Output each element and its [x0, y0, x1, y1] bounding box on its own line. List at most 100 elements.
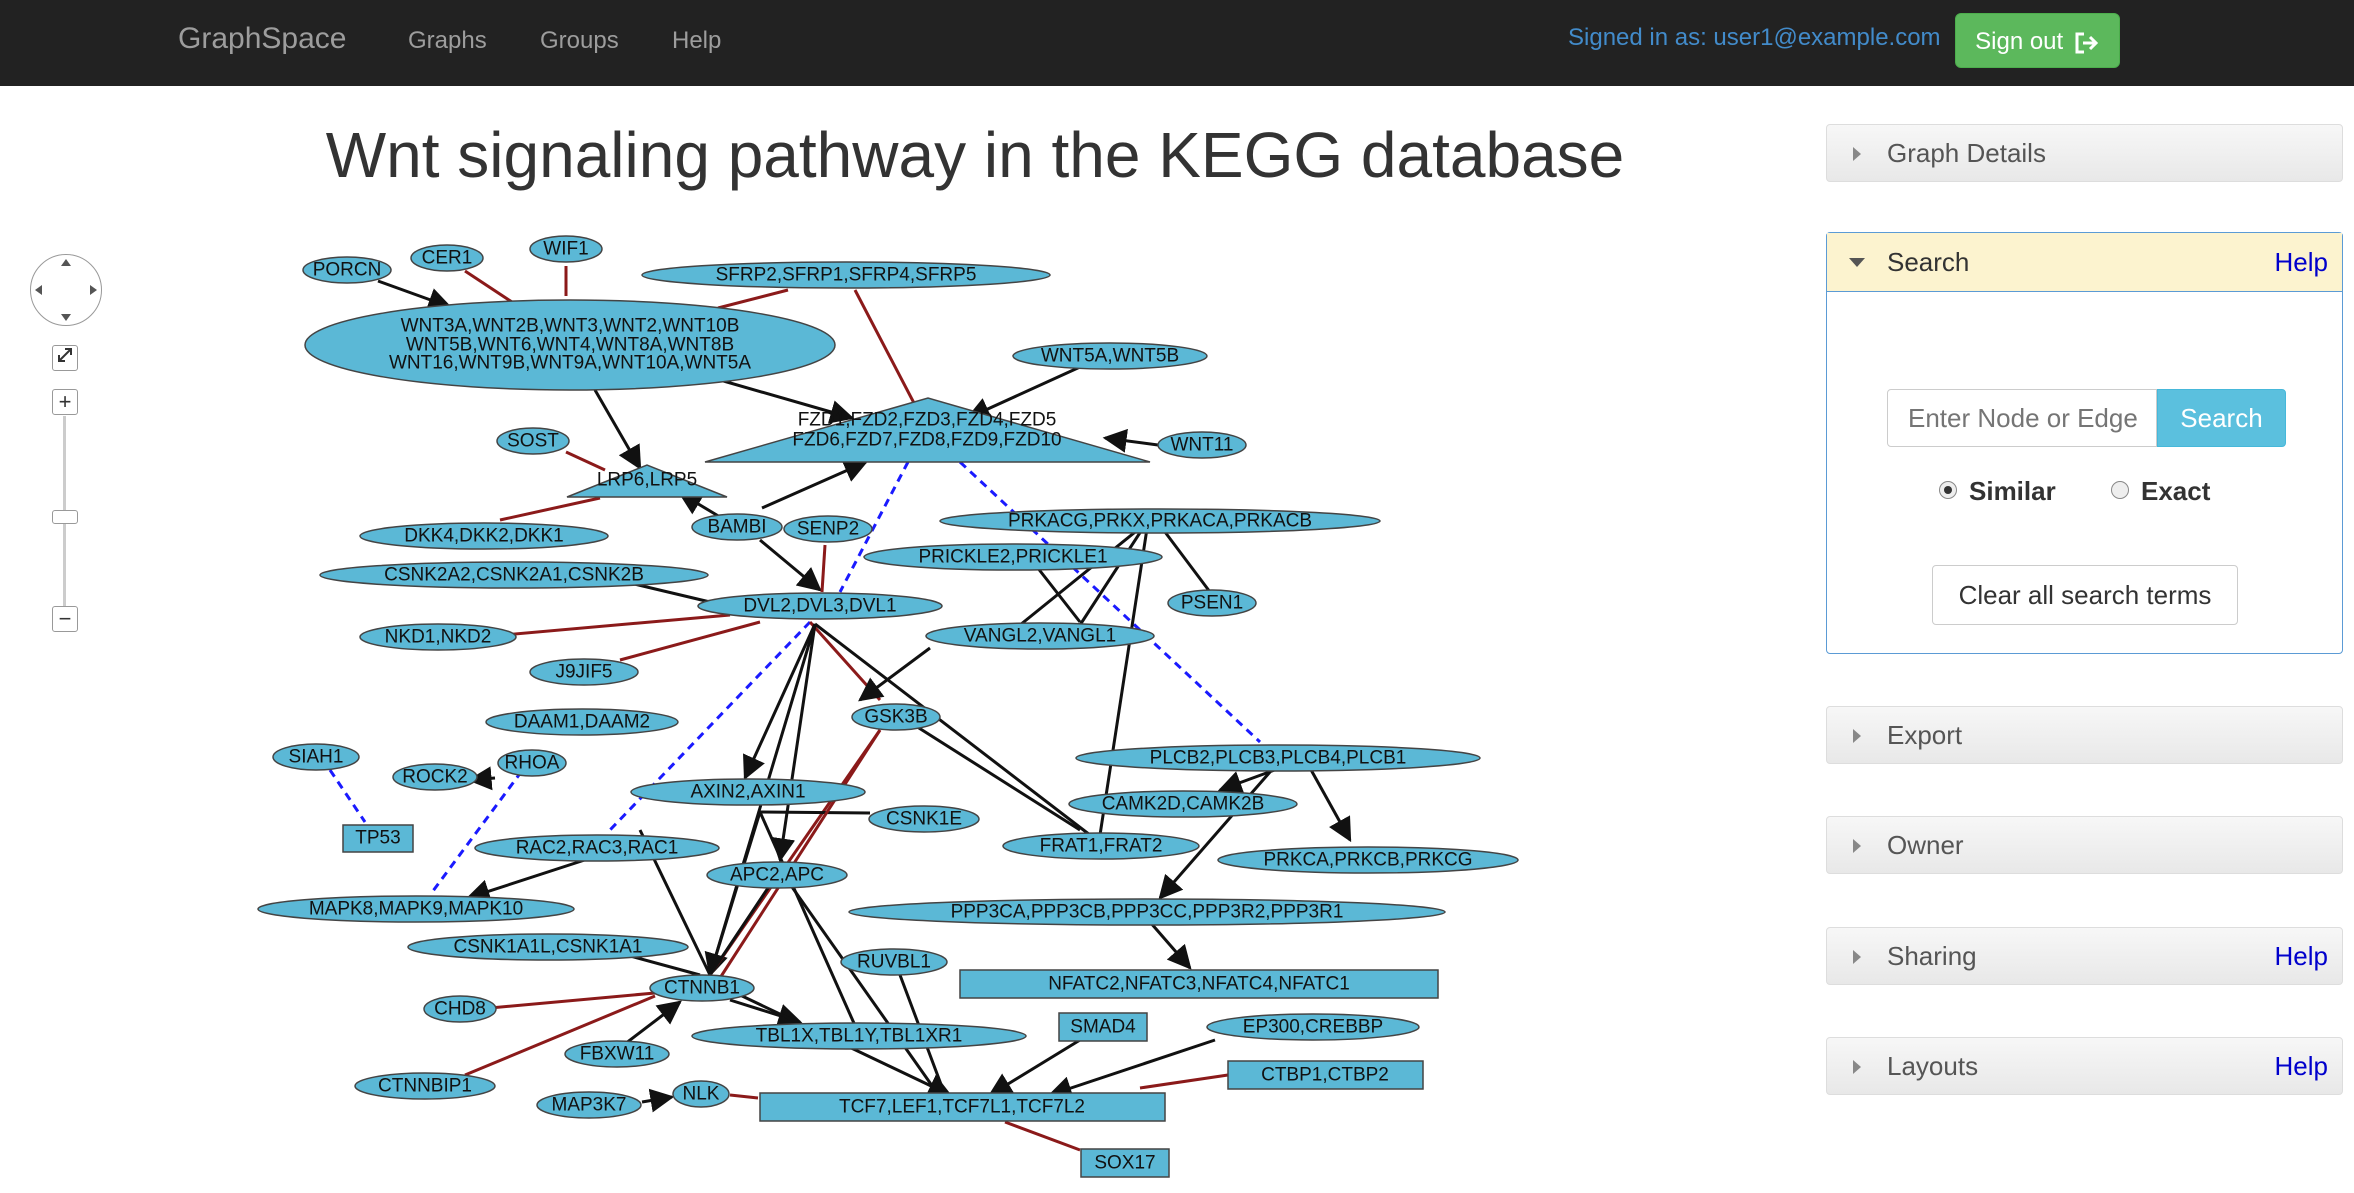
- graph-node[interactable]: PRKACG,PRKX,PRKACA,PRKACB: [939, 508, 1381, 534]
- svg-text:FBXW11: FBXW11: [580, 1044, 655, 1065]
- graph-node[interactable]: SENP2: [783, 515, 873, 543]
- brand-link[interactable]: GraphSpace: [178, 22, 347, 55]
- graph-node[interactable]: NKD1,NKD2: [359, 623, 517, 651]
- svg-text:J9JIF5: J9JIF5: [555, 662, 612, 683]
- graph-node[interactable]: WNT5A,WNT5B: [1012, 342, 1208, 370]
- graph-node[interactable]: BAMBI: [691, 513, 783, 541]
- caret-right-icon: [1853, 729, 1861, 743]
- panel-graph-details[interactable]: Graph Details: [1826, 124, 2343, 182]
- graph-node[interactable]: RUVBL1: [840, 948, 948, 976]
- graph-node[interactable]: CSNK1E: [868, 805, 980, 833]
- graph-node[interactable]: J9JIF5: [529, 658, 639, 686]
- graph-node[interactable]: FBXW11: [564, 1040, 670, 1068]
- graph-node[interactable]: EP300,CREBBP: [1206, 1013, 1420, 1041]
- search-input[interactable]: [1887, 389, 2157, 447]
- nav-groups[interactable]: Groups: [540, 27, 619, 54]
- pan-control[interactable]: [30, 254, 102, 326]
- panel-title: Export: [1887, 720, 1963, 750]
- exact-radio[interactable]: Exact: [2111, 476, 2210, 507]
- graph-node[interactable]: WNT3A,WNT2B,WNT3,WNT2,WNT10B WNT5B,WNT6,…: [304, 299, 836, 391]
- svg-text:WNT5A,WNT5B: WNT5A,WNT5B: [1041, 346, 1179, 367]
- graph-node[interactable]: GSK3B: [851, 703, 941, 731]
- graph-node[interactable]: WIF1: [529, 235, 603, 263]
- sign-out-button[interactable]: Sign out: [1955, 13, 2120, 68]
- graph-node[interactable]: CTBP1,CTBP2: [1227, 1060, 1424, 1090]
- svg-text:MAPK8,MAPK9,MAPK10: MAPK8,MAPK9,MAPK10: [309, 899, 523, 920]
- similar-radio[interactable]: Similar: [1939, 476, 2056, 507]
- graph-node[interactable]: TBL1X,TBL1Y,TBL1XR1: [691, 1022, 1027, 1050]
- graph-node[interactable]: PLCB2,PLCB3,PLCB4,PLCB1: [1075, 744, 1481, 772]
- graph-node[interactable]: NFATC2,NFATC3,NFATC4,NFATC1: [959, 969, 1439, 999]
- graph-node[interactable]: FZD1,FZD2,FZD3,FZD4,FZD5 FZD6,FZD7,FZD8,…: [704, 397, 1151, 463]
- graph-node[interactable]: SIAH1: [272, 743, 360, 771]
- expand-icon: [58, 348, 72, 362]
- search-help-link[interactable]: Help: [2274, 247, 2328, 277]
- graph-node[interactable]: CTNNB1: [649, 974, 755, 1002]
- graph-node[interactable]: CHD8: [423, 995, 497, 1023]
- graph-node[interactable]: VANGL2,VANGL1: [925, 622, 1155, 650]
- zoom-in-button[interactable]: +: [52, 389, 78, 415]
- graph-node[interactable]: RAC2,RAC3,RAC1: [474, 834, 720, 862]
- graph-node[interactable]: CAMK2D,CAMK2B: [1068, 790, 1298, 818]
- panel-owner[interactable]: Owner: [1826, 816, 2343, 874]
- zoom-slider-handle[interactable]: [52, 510, 78, 524]
- graph-node[interactable]: AXIN2,AXIN1: [630, 778, 866, 806]
- panel-sharing[interactable]: Sharing Help: [1826, 927, 2343, 985]
- fit-graph-button[interactable]: [52, 345, 78, 371]
- graph-node[interactable]: CSNK2A2,CSNK2A1,CSNK2B: [319, 561, 709, 589]
- search-button[interactable]: Search: [2157, 389, 2286, 447]
- nav-graphs[interactable]: Graphs: [408, 27, 487, 54]
- navbar: GraphSpace Graphs Groups Help Signed in …: [0, 0, 2354, 86]
- graph-node[interactable]: SOST: [496, 427, 570, 455]
- graph-node[interactable]: DKK4,DKK2,DKK1: [359, 522, 609, 550]
- graph-node[interactable]: CSNK1A1L,CSNK1A1: [407, 933, 689, 961]
- layouts-help-link[interactable]: Help: [2274, 1051, 2328, 1081]
- signed-in-user[interactable]: Signed in as: user1@example.com: [1568, 24, 1941, 51]
- graph-node[interactable]: PPP3CA,PPP3CB,PPP3CC,PPP3R2,PPP3R1: [848, 898, 1446, 926]
- graph-edges: [328, 266, 1352, 1152]
- graph-node[interactable]: CER1: [410, 244, 484, 272]
- svg-text:FRAT1,FRAT2: FRAT1,FRAT2: [1040, 836, 1163, 857]
- graph-node[interactable]: PRICKLE2,PRICKLE1: [863, 543, 1163, 571]
- graph-canvas[interactable]: PORCN CER1 WIF1 SFRP2,SFRP1,SFRP4,SFRP5 …: [250, 230, 1530, 1190]
- graph-node[interactable]: RHOA: [497, 749, 567, 777]
- graph-node[interactable]: DVL2,DVL3,DVL1: [697, 592, 943, 620]
- panel-title: Sharing: [1887, 941, 1977, 971]
- graph-node[interactable]: APC2,APC: [706, 861, 848, 889]
- svg-text:BAMBI: BAMBI: [707, 517, 766, 538]
- svg-text:CTNNB1: CTNNB1: [664, 978, 740, 999]
- graph-node[interactable]: WNT11: [1157, 431, 1247, 459]
- panel-title: Search: [1887, 247, 1970, 277]
- svg-text:NFATC2,NFATC3,NFATC4,NFATC1: NFATC2,NFATC3,NFATC4,NFATC1: [1048, 974, 1350, 995]
- graph-node[interactable]: TP53: [342, 824, 414, 853]
- clear-search-button[interactable]: Clear all search terms: [1932, 565, 2238, 625]
- graph-node[interactable]: MAP3K7: [536, 1091, 642, 1119]
- zoom-out-button[interactable]: −: [52, 606, 78, 632]
- graph-node[interactable]: PORCN: [302, 256, 392, 284]
- graph-node[interactable]: DAAM1,DAAM2: [485, 708, 679, 736]
- graph-node[interactable]: MAPK8,MAPK9,MAPK10: [257, 895, 575, 923]
- nav-help[interactable]: Help: [672, 27, 722, 54]
- graph-node[interactable]: SFRP2,SFRP1,SFRP4,SFRP5: [641, 261, 1051, 289]
- graph-node[interactable]: NLK: [672, 1080, 730, 1108]
- svg-text:FZD6,FZD7,FZD8,FZD9,FZD10: FZD6,FZD7,FZD8,FZD9,FZD10: [792, 430, 1061, 451]
- svg-text:RAC2,RAC3,RAC1: RAC2,RAC3,RAC1: [516, 838, 679, 859]
- sharing-help-link[interactable]: Help: [2274, 941, 2328, 971]
- graph-node[interactable]: SMAD4: [1058, 1012, 1148, 1042]
- graph-node[interactable]: TCF7,LEF1,TCF7L1,TCF7L2: [759, 1092, 1166, 1122]
- caret-right-icon: [1853, 1060, 1861, 1074]
- svg-text:GSK3B: GSK3B: [864, 707, 927, 728]
- graph-node[interactable]: PRKCA,PRKCB,PRKCG: [1217, 846, 1519, 874]
- graph-node[interactable]: ROCK2: [392, 763, 478, 791]
- panel-layouts[interactable]: Layouts Help: [1826, 1037, 2343, 1095]
- graph-node[interactable]: CTNNBIP1: [354, 1072, 496, 1100]
- graph-nodes[interactable]: PORCN CER1 WIF1 SFRP2,SFRP1,SFRP4,SFRP5 …: [257, 235, 1519, 1178]
- graph-node[interactable]: FRAT1,FRAT2: [1002, 832, 1200, 860]
- search-panel-header[interactable]: Search Help: [1827, 233, 2342, 292]
- svg-text:VANGL2,VANGL1: VANGL2,VANGL1: [964, 626, 1116, 647]
- graph-node[interactable]: PSEN1: [1167, 589, 1257, 617]
- graph-node[interactable]: LRP6,LRP5: [566, 464, 728, 498]
- panel-export[interactable]: Export: [1826, 706, 2343, 764]
- graph-node[interactable]: SOX17: [1080, 1148, 1170, 1178]
- svg-text:CSNK1E: CSNK1E: [886, 809, 962, 830]
